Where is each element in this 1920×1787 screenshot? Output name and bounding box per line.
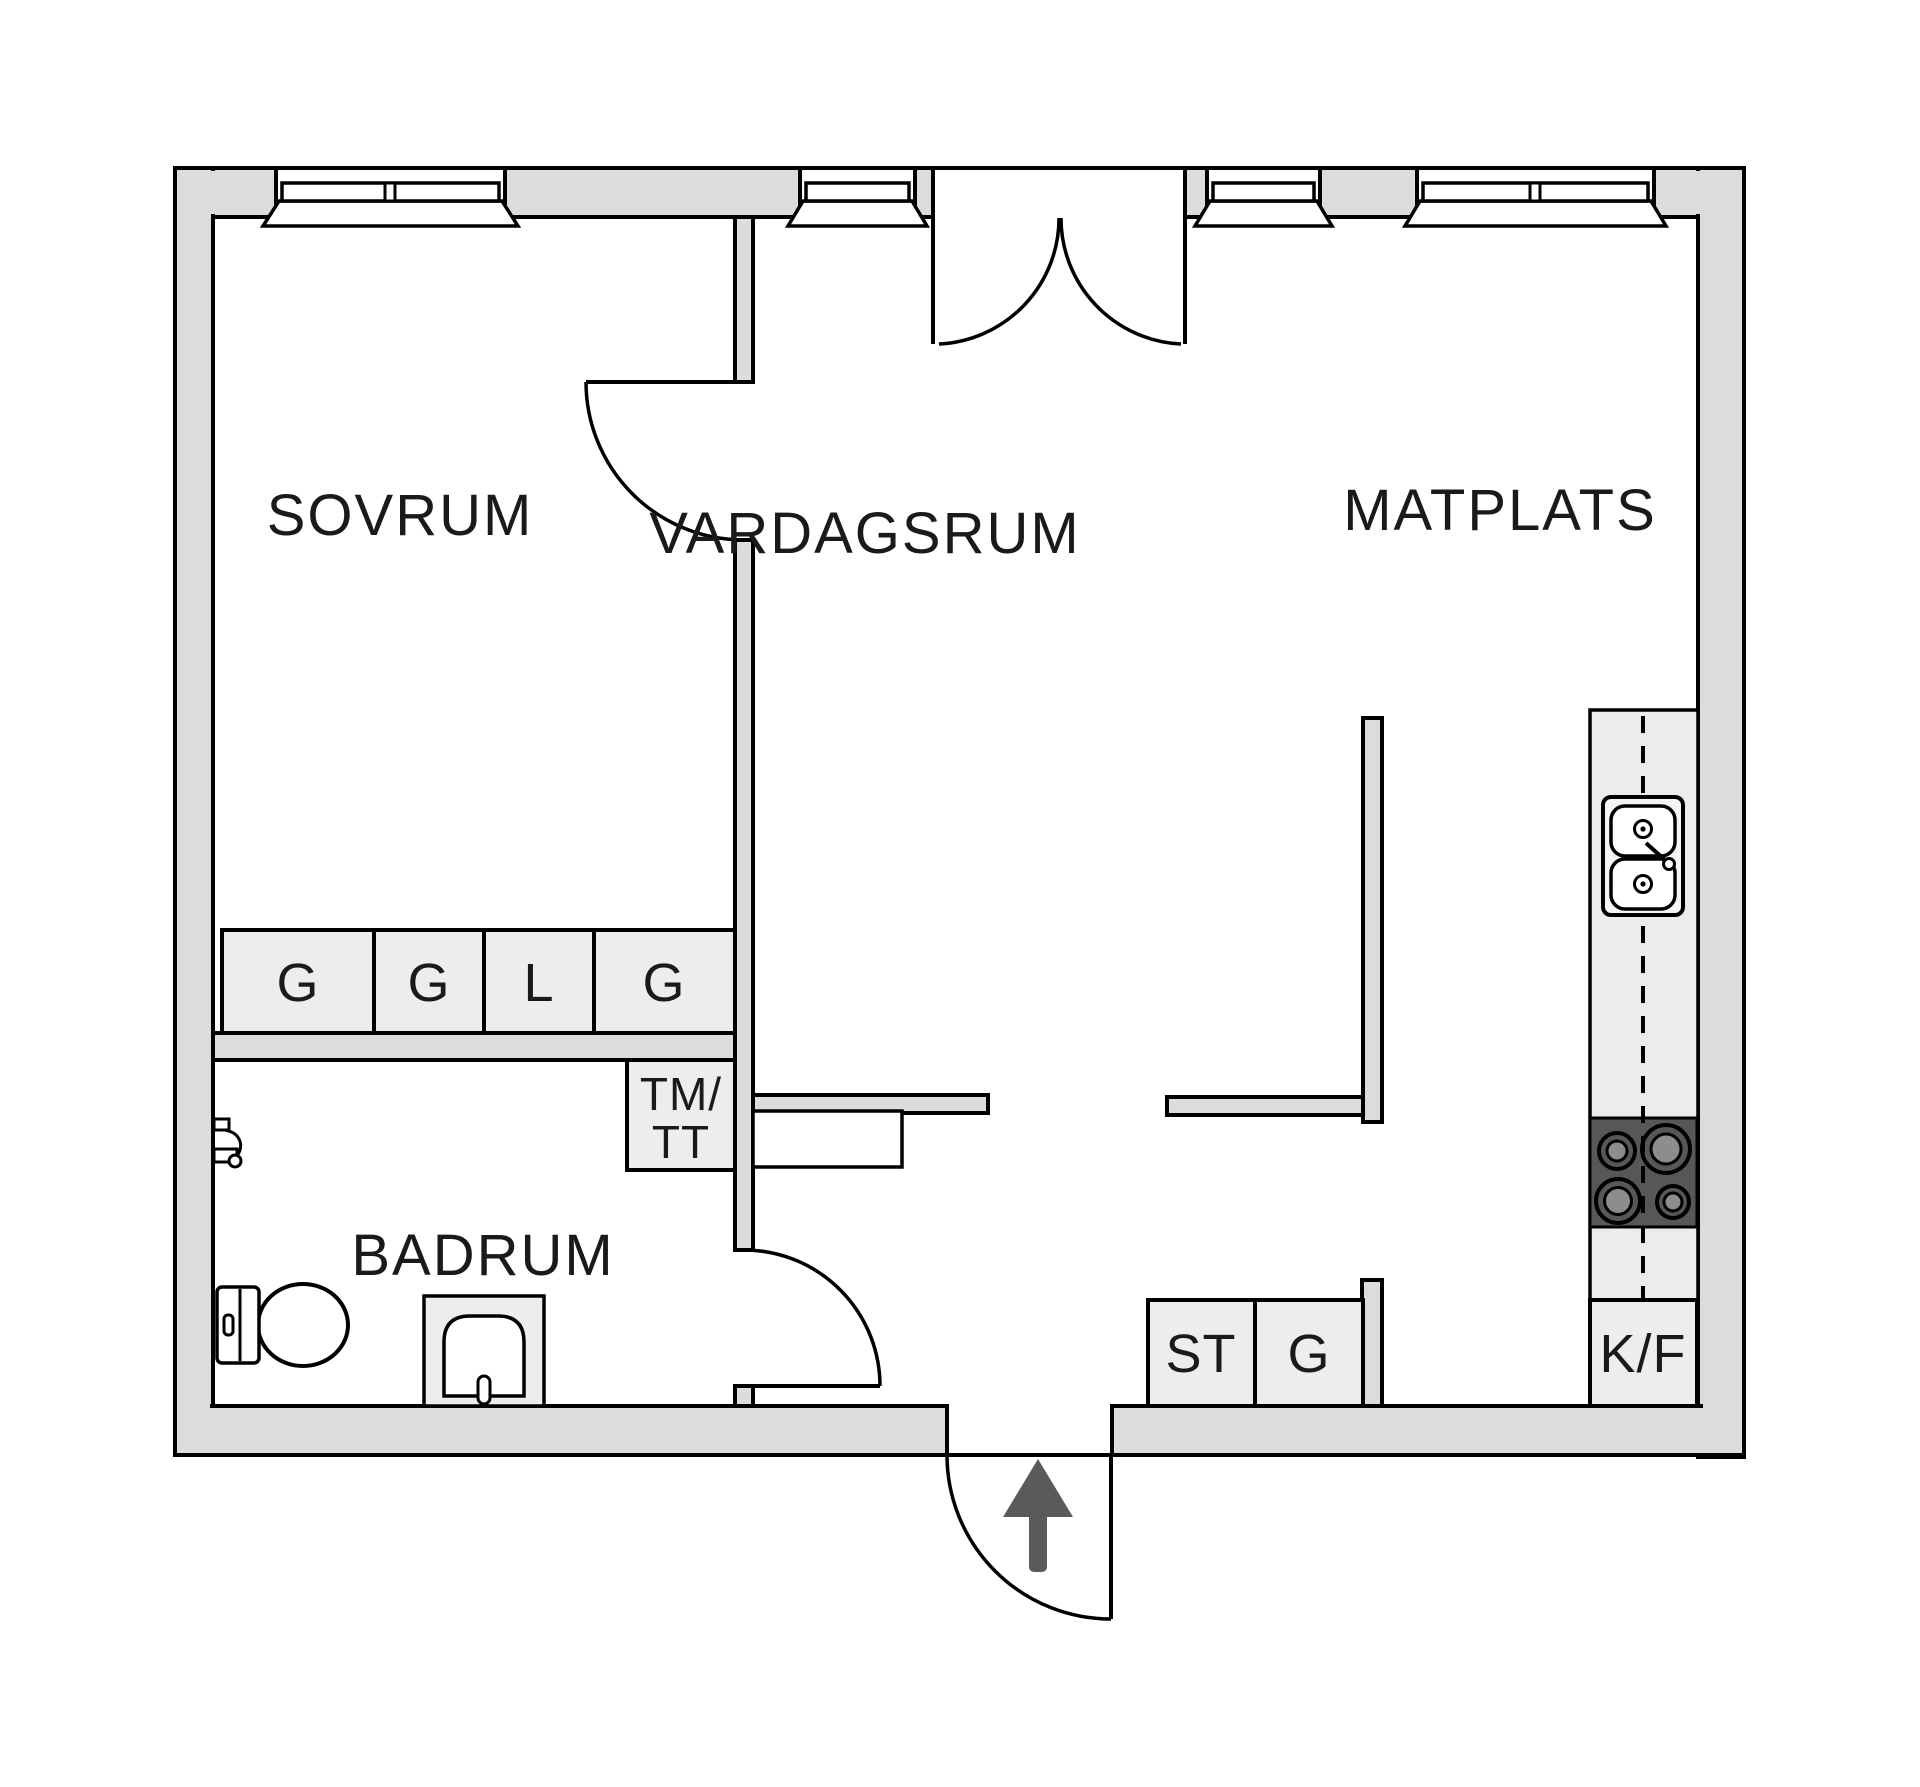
shower-mixer-icon [212, 1117, 243, 1169]
closet-wardrobe-2 [372, 928, 486, 1035]
toilet-icon [215, 1282, 350, 1368]
wall-bedroom-upper [733, 215, 755, 384]
kitchen-sink-icon [1601, 795, 1685, 917]
wall-bottom-right [1110, 1404, 1746, 1457]
wall-closet-bathroom [211, 1031, 737, 1062]
closet-wardrobe-3 [592, 928, 737, 1035]
label-linen: L [523, 953, 554, 1013]
doors [584, 168, 1187, 1621]
label-fridge-freezer: K/F [1599, 1324, 1686, 1384]
wall-right [1696, 166, 1746, 1459]
stove-burners-icon [1594, 1123, 1692, 1225]
fridge-freezer-unit [1588, 1298, 1699, 1408]
label-wardrobe-2: G [407, 953, 450, 1013]
wall-top-2 [503, 166, 802, 219]
closet-hall-wardrobe [1253, 1298, 1365, 1408]
wall-corner-patches [177, 171, 1742, 1453]
labels: SOVRUM VARDAGSRUM MATPLATS BADRUM G G L … [267, 478, 1686, 1384]
bedroom-door [584, 380, 745, 542]
label-wardrobe-1: G [276, 953, 319, 1013]
wall-kitchen-divider [1361, 716, 1384, 1124]
window-living-left [784, 181, 931, 228]
label-hall-wardrobe: G [1287, 1324, 1330, 1384]
label-living-room: VARDAGSRUM [649, 501, 1080, 566]
label-dining-area: MATPLATS [1343, 478, 1657, 543]
closet-cleaning [1146, 1298, 1257, 1408]
bathroom-fixtures [212, 1117, 546, 1408]
windows [259, 181, 1670, 228]
balcony-door [931, 168, 1187, 346]
wall-hall-finger-right [1165, 1095, 1365, 1117]
window-living-right [1191, 181, 1336, 228]
hall-cabinet [751, 1109, 904, 1169]
wall-bathroom-stub [733, 1384, 755, 1408]
label-bathroom: BADRUM [351, 1223, 614, 1288]
label-cleaning: ST [1165, 1324, 1236, 1384]
entrance-door [945, 1454, 1113, 1621]
label-washer-line1: TM/ [640, 1068, 722, 1120]
label-bedroom: SOVRUM [267, 483, 534, 548]
entry-arrow-icon [1003, 1459, 1073, 1572]
bathroom-door [743, 1248, 882, 1388]
closet-washer-dryer [625, 1058, 737, 1172]
closets [220, 928, 1699, 1408]
kitchen [1588, 708, 1700, 1408]
wall-top-5 [1318, 166, 1419, 219]
window-bedroom [259, 181, 522, 228]
wall-bedroom-lower [733, 538, 755, 1252]
label-wardrobe-3: G [642, 953, 685, 1013]
wall-left [173, 166, 215, 1457]
closet-linen [482, 928, 596, 1035]
washbasin-icon [422, 1294, 546, 1408]
label-washer-line2: TT [652, 1116, 710, 1168]
wall-bottom-left [173, 1404, 949, 1457]
window-dining [1401, 181, 1670, 228]
